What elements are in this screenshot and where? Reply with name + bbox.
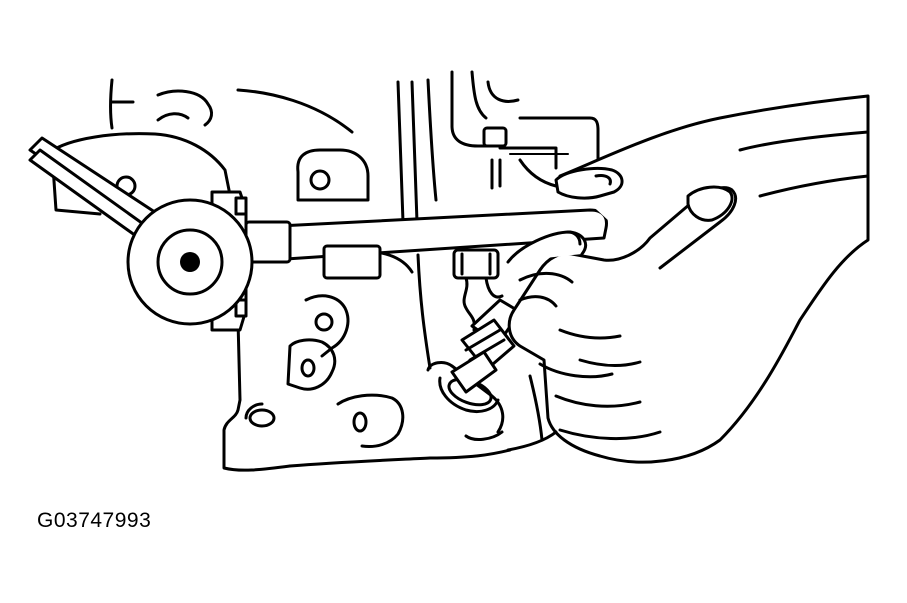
extension-bar-tool [28, 136, 608, 332]
speed-sensor [450, 298, 522, 394]
case-lower-edge [506, 374, 558, 452]
sensor-connector [452, 248, 504, 332]
figure-code: G03747993 [37, 509, 152, 532]
hand [506, 94, 870, 464]
transmission-case [48, 70, 600, 472]
